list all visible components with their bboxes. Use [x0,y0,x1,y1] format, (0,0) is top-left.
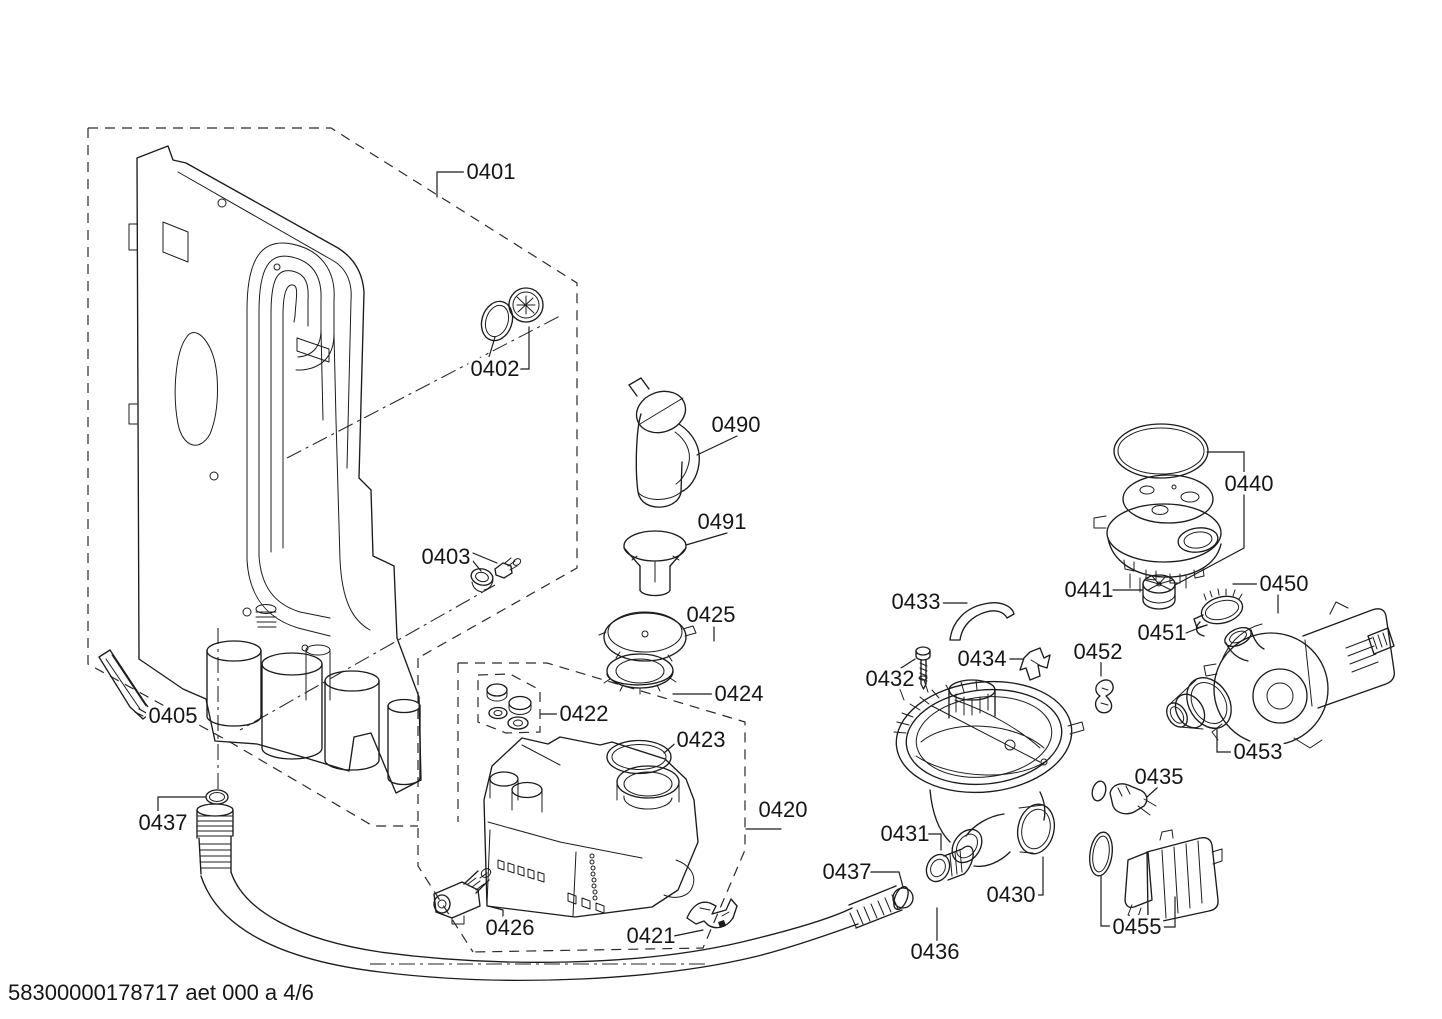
group-box-container [458,662,746,953]
leader-lines [138,171,1279,944]
leader-0490 [696,435,738,456]
part-plug-0403 [470,557,522,593]
part-label-0425: 0425 [687,602,736,627]
part-label-0432: 0432 [866,666,915,691]
leader-0405 [138,708,151,716]
part-label-0423: 0423 [677,727,726,752]
leader-0430 [1029,856,1044,896]
part-seal-0402 [480,287,544,342]
oring-0437-right [892,887,914,909]
part-bracket-0433 [949,602,1015,641]
part-label-0451: 0451 [1138,620,1187,645]
part-label-0403: 0403 [422,544,471,569]
part-label-0405: 0405 [149,703,198,728]
part-label-0422: 0422 [560,701,609,726]
part-label-0433: 0433 [892,589,941,614]
leader-0440 [1174,451,1245,586]
leader-0455 [1100,875,1176,928]
part-oring-hose-0437-left [196,789,859,981]
part-clip-0452 [1094,679,1114,714]
part-cone-0453 [1166,677,1232,730]
part-bracket-0421 [686,898,738,929]
leader-0451 [1185,625,1205,634]
part-funnel-0491 [623,530,687,597]
part-label-0435: 0435 [1135,764,1184,789]
part-valve-0426 [433,868,492,925]
leader-0437-right [868,871,904,888]
group-box-frame-right-edge [417,658,474,953]
part-label-0441: 0441 [1065,577,1114,602]
part-check-valve-0435 [1091,780,1157,816]
part-stake-0405 [98,649,153,720]
part-label-0437-left: 0437 [139,810,188,835]
oring-0423 [606,739,672,775]
center-line-seal-0402 [286,315,561,459]
leader-0402 [488,326,530,370]
part-sump-0430 [891,602,1085,883]
part-label-0490: 0490 [712,412,761,437]
part-heat-pump-0450 [1203,601,1395,755]
leader-0491 [685,532,728,546]
part-clamp-0451 [1193,588,1244,637]
part-label-0491: 0491 [698,509,747,534]
part-frame-0401 [128,145,422,794]
part-plug-0431 [925,845,974,883]
part-label-0455: 0455 [1113,914,1162,939]
leader-0403 [467,550,498,572]
assembly-center-lines [217,315,705,965]
leader-0435 [1146,786,1159,798]
document-code: 58300000178717 aet 000 a 4/6 [8,980,314,1005]
part-label-0436: 0436 [911,939,960,964]
part-label-0426: 0426 [486,915,535,940]
leader-0450 [1232,583,1279,614]
leader-0401 [436,171,467,198]
part-impeller-0441 [1142,574,1176,610]
part-label-0452: 0452 [1074,639,1123,664]
part-label-0440: 0440 [1225,471,1274,496]
part-hose-end-0436 [848,885,914,929]
part-ring-nut-0424 [603,653,677,695]
part-drain-pump-0455 [1089,829,1223,924]
part-label-0402: 0402 [471,356,520,381]
part-seal-kit-0422 [486,683,532,730]
part-screw-0432 [915,646,931,690]
part-container-0420 [483,736,699,918]
leader-0421 [673,929,704,937]
group-box-seal-kit [477,673,541,734]
part-label-0424: 0424 [715,681,764,706]
part-label-0431: 0431 [881,821,930,846]
part-label-0450: 0450 [1260,571,1309,596]
center-line-plug-0403 [239,584,496,731]
part-clip-0434 [1019,647,1051,681]
part-label-0401: 0401 [467,159,516,184]
part-cap-0425 [598,611,697,662]
leader-0426 [487,905,504,919]
leader-0431 [926,833,942,851]
part-label-0437-right: 0437 [823,859,872,884]
leader-0432 [897,658,916,671]
part-funnel-jug-0490 [628,377,701,508]
part-label-0453: 0453 [1234,739,1283,764]
leader-0437-left [157,796,206,813]
part-filter-set-0440 [1093,423,1222,593]
leader-0423 [663,740,679,754]
part-labels: 0401 0402 0403 0405 0437 0490 0491 0425 … [135,156,1312,968]
part-label-0434: 0434 [958,646,1007,671]
part-label-0421: 0421 [627,923,676,948]
leader-0453 [1216,727,1235,753]
part-label-0420: 0420 [759,797,808,822]
part-label-0430: 0430 [987,882,1036,907]
group-box-frame [88,127,578,659]
